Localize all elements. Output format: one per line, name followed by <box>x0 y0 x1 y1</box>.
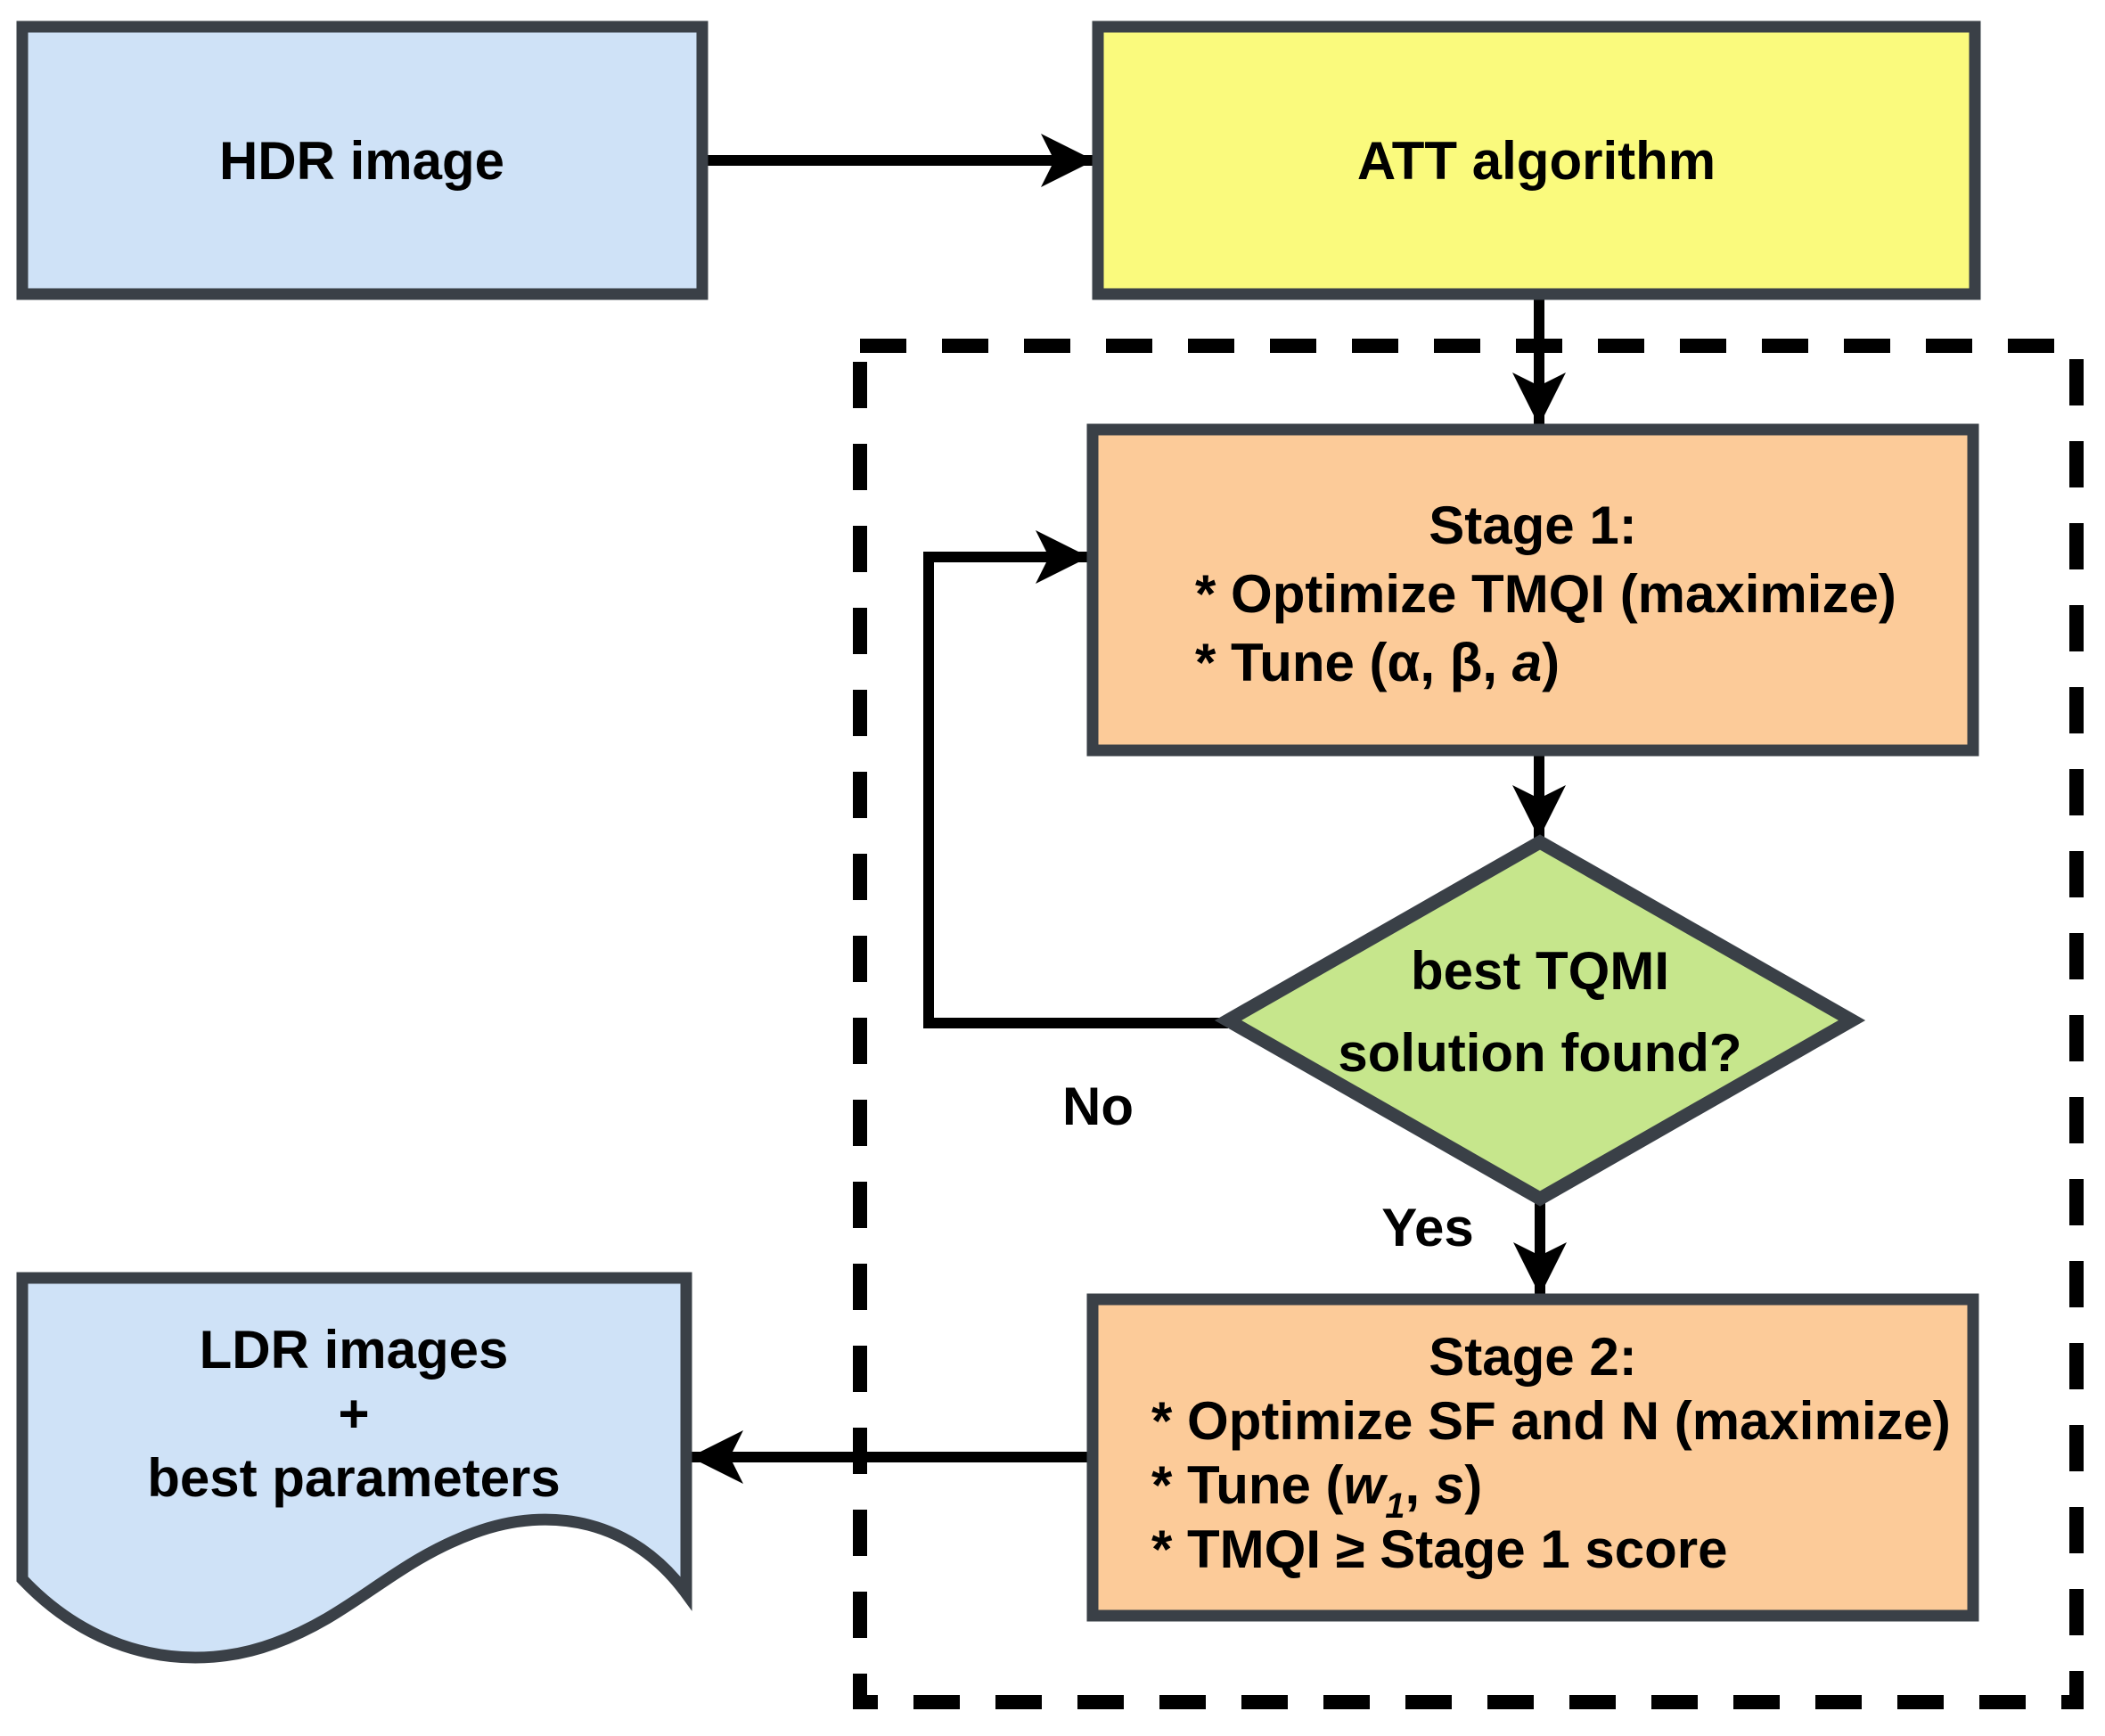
stage2-bullet-tune: * Tune (w1, s) <box>1151 1455 1482 1526</box>
yes-branch-label: Yes <box>1381 1198 1473 1257</box>
stage1-bullet-tune: * Tune (α, β, a) <box>1195 633 1560 692</box>
stage2-title: Stage 2: <box>1429 1327 1636 1387</box>
no-branch-label: No <box>1062 1077 1134 1136</box>
stage1-title: Stage 1: <box>1429 495 1636 555</box>
stage1-bullet-optimize: * Optimize TMQI (maximize) <box>1195 564 1896 624</box>
stage2-bullet-optimize: * Optimize SF and N (maximize) <box>1151 1391 1951 1451</box>
decision-label-line1: best TQMI <box>1411 941 1669 1001</box>
arrow-decision-no-loop-to-stage1 <box>923 530 1228 1028</box>
optimization-loop-dashed-frame <box>853 339 2084 1709</box>
stage2-bullet-tmqi-score: * TMQI ≥ Stage 1 score <box>1151 1519 1727 1579</box>
stage2-node <box>1086 1293 1979 1622</box>
ldr-label-line1: LDR images <box>200 1320 509 1380</box>
ldr-label-line3: best parameters <box>147 1448 561 1508</box>
stage1-node <box>1086 423 1979 757</box>
ldr-output-document-node <box>16 1272 692 1664</box>
decision-label-line2: solution found? <box>1338 1023 1741 1083</box>
ldr-label-plus: + <box>338 1384 369 1444</box>
best-tqmi-decision-node <box>1214 834 1866 1207</box>
att-algorithm-label: ATT algorithm <box>1357 131 1716 191</box>
att-algorithm-node <box>1092 20 1981 300</box>
hdr-image-node <box>16 20 708 300</box>
hdr-image-label: HDR image <box>219 131 504 191</box>
